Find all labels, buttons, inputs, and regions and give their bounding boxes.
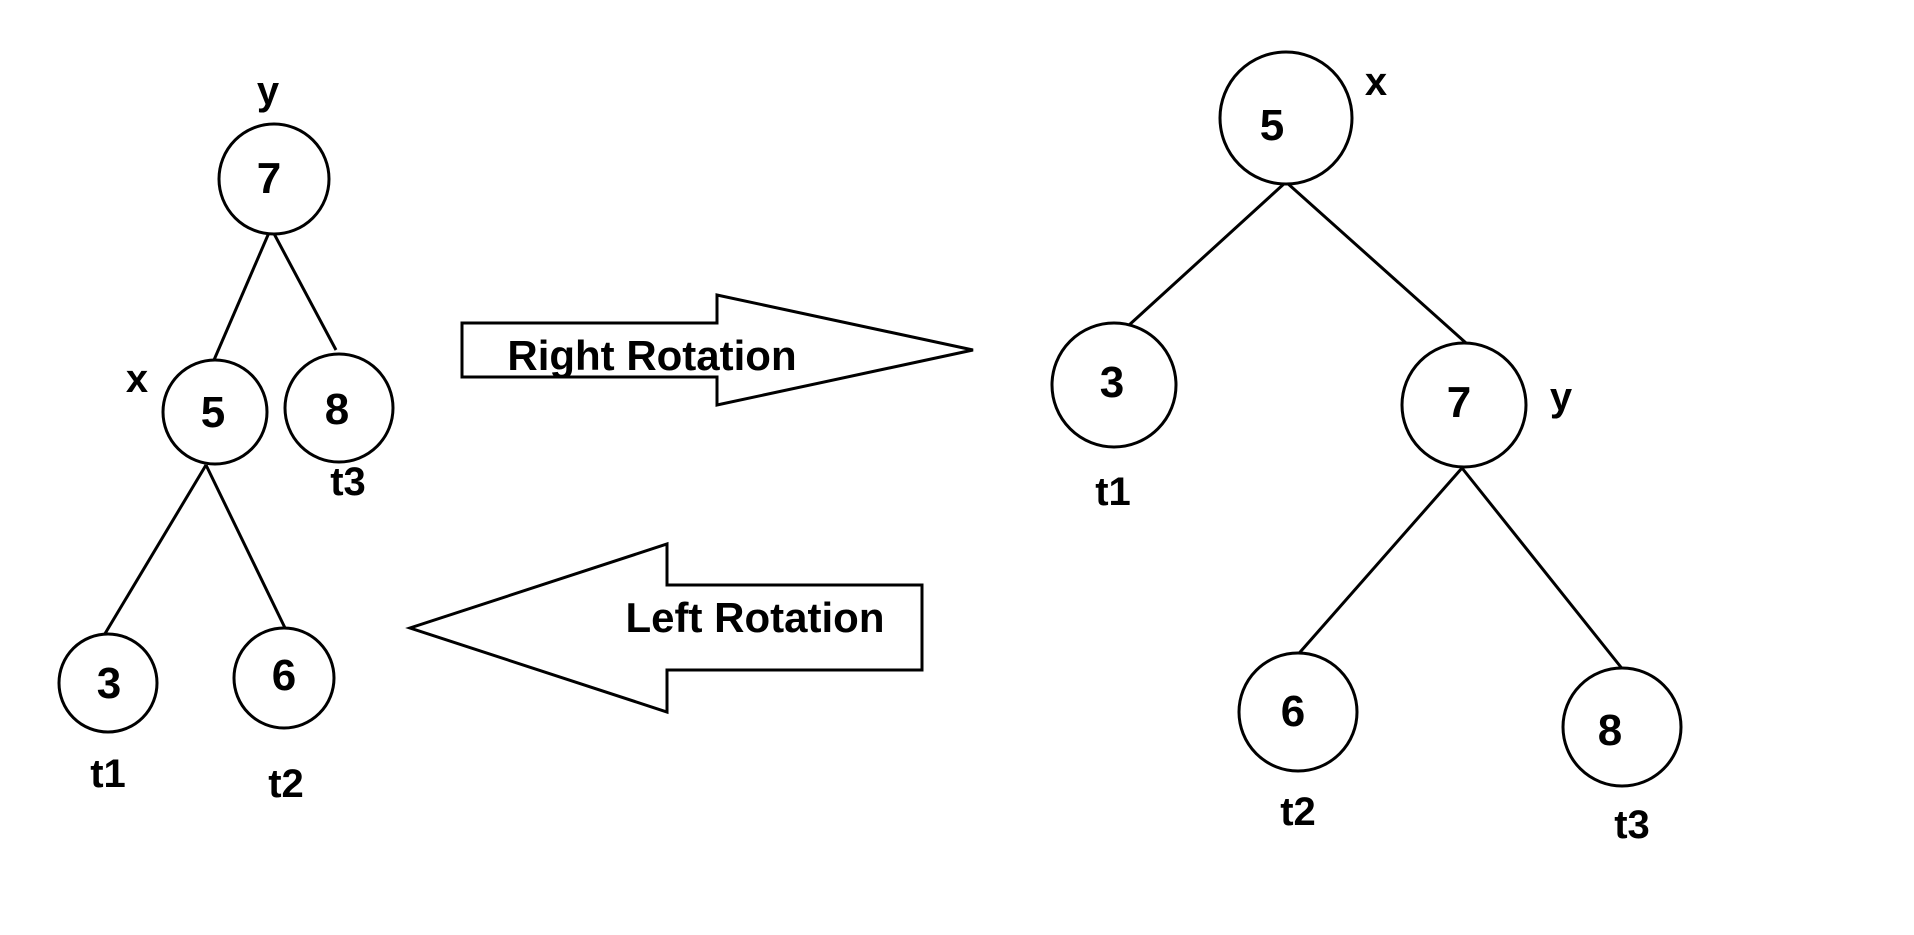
right-tree-right-grandchild-value: 8 [1598,706,1622,755]
left-tree: 7 5 8 3 6 y x t3 t1 t2 [57,69,395,806]
left-tree-subtree-t1: t1 [90,752,126,796]
left-tree-edge-7-5 [212,227,273,361]
right-tree-node-7 [1400,341,1528,469]
right-rotation-arrow-shape [460,293,974,407]
right-tree-subtree-t2: t2 [1280,790,1316,834]
left-tree-node-3 [57,632,159,734]
right-tree-edge-5-7 [1284,180,1468,345]
right-tree-edge-7-6 [1292,467,1464,660]
left-tree-left-child-label: x [126,357,148,401]
right-tree: 5 3 7 6 8 x y t1 t2 t3 [1050,50,1683,847]
left-tree-right-grandchild-value: 6 [272,651,296,700]
left-rotation-arrow-shape [405,541,924,715]
left-tree-node-6 [232,626,336,730]
right-rotation-arrow: Right Rotation [460,293,974,407]
left-tree-edge-5-6 [204,464,288,631]
left-tree-edge-7-8 [269,227,338,351]
left-tree-node-8 [283,352,395,464]
right-tree-root-value: 5 [1260,101,1284,150]
left-tree-left-grandchild-value: 3 [97,659,121,708]
right-tree-right-child-label: y [1550,375,1573,419]
right-tree-node-6 [1237,651,1359,773]
left-tree-root-value: 7 [257,154,281,203]
left-tree-node-5 [161,358,269,466]
right-tree-subtree-t3: t3 [1614,803,1650,847]
right-tree-left-child-value: 3 [1100,358,1124,407]
right-tree-node-3 [1050,321,1178,449]
right-tree-root-label: x [1365,60,1387,104]
right-tree-subtree-t1: t1 [1095,470,1131,514]
right-tree-edge-7-8 [1460,467,1626,672]
left-tree-right-child-value: 8 [325,385,349,434]
left-rotation-label: Left Rotation [626,594,885,641]
right-tree-node-8 [1561,666,1683,788]
left-tree-root-label: y [257,69,280,113]
left-rotation-arrow: Left Rotation [405,541,924,715]
right-tree-edge-5-3 [1126,180,1288,328]
right-tree-left-grandchild-value: 6 [1281,687,1305,736]
left-tree-left-child-value: 5 [201,388,225,437]
left-tree-node-7 [217,122,331,236]
left-tree-subtree-t2: t2 [268,762,304,806]
left-tree-subtree-t3: t3 [330,460,366,504]
right-tree-node-5 [1218,50,1354,186]
left-tree-edge-5-3 [101,464,208,638]
right-tree-right-child-value: 7 [1447,378,1471,427]
right-rotation-label: Right Rotation [507,332,796,379]
